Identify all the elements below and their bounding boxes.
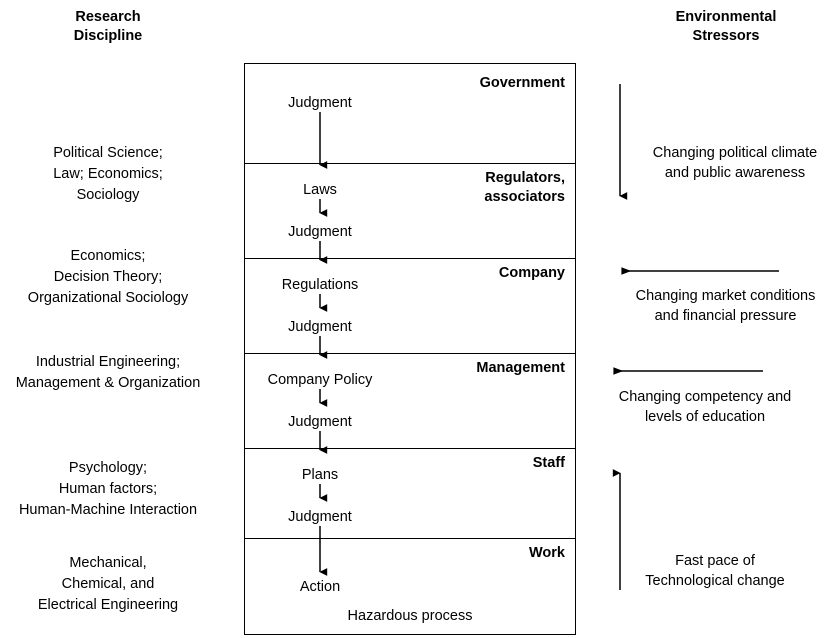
- flow-label-judgment-2: Judgment: [288, 224, 352, 240]
- level-divider-5: [245, 538, 575, 539]
- flow-label-action: Action: [299, 579, 341, 595]
- discipline-label-economics: Economics; Decision Theory; Organization…: [27, 248, 189, 306]
- level-title-regulators: Regulators, associators: [484, 170, 565, 205]
- flow-label-judgment-4: Judgment: [288, 414, 352, 430]
- level-title-management: Management: [476, 360, 565, 376]
- discipline-label-psychology: Psychology; Human factors; Human-Machine…: [18, 460, 198, 518]
- flow-label-judgment-3: Judgment: [288, 319, 352, 335]
- flow-label-company-policy: Company Policy: [267, 372, 373, 388]
- level-title-company: Company: [498, 265, 565, 281]
- environmental-stressors-header: Environmental Stressors: [675, 9, 777, 44]
- stressor-caption-political-climate: Changing political climate and public aw…: [652, 145, 818, 181]
- level-title-staff: Staff: [532, 455, 565, 471]
- level-divider-3: [245, 353, 575, 354]
- discipline-label-political-science: Political Science; Law; Economics; Socio…: [53, 145, 163, 203]
- hierarchy-box: Government Regulators, associators Compa…: [244, 63, 576, 635]
- level-title-work: Work: [529, 545, 565, 561]
- stressor-caption-technological-change: Fast pace of Technological change: [645, 553, 785, 589]
- level-divider-4: [245, 448, 575, 449]
- level-divider-2: [245, 258, 575, 259]
- level-title-government: Government: [479, 75, 565, 91]
- flow-label-judgment-5: Judgment: [288, 509, 352, 525]
- stressor-caption-competency: Changing competency and levels of educat…: [618, 389, 792, 425]
- level-divider-1: [245, 163, 575, 164]
- flow-label-laws: Laws: [303, 182, 337, 198]
- flow-label-plans: Plans: [301, 467, 339, 483]
- discipline-label-mechanical-engineering: Mechanical, Chemical, and Electrical Eng…: [37, 555, 179, 613]
- hazardous-process-label: Hazardous process: [347, 608, 473, 624]
- flow-label-judgment-1: Judgment: [288, 95, 352, 111]
- research-discipline-header: Research Discipline: [73, 9, 143, 44]
- flow-label-regulations: Regulations: [281, 277, 359, 293]
- stressor-caption-market-conditions: Changing market conditions and financial…: [635, 288, 816, 324]
- discipline-label-industrial-engineering: Industrial Engineering; Management & Org…: [15, 354, 201, 391]
